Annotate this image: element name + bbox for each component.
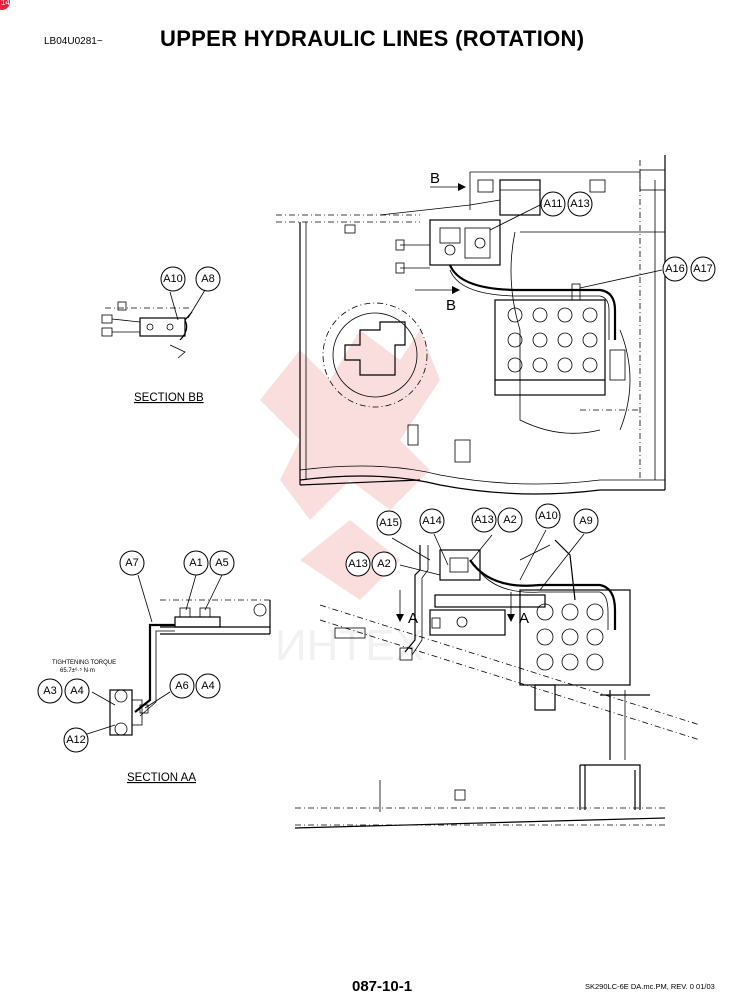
svg-text:A2: A2 (377, 558, 390, 570)
callout-aa-a7: A7 (119, 550, 145, 576)
section-bb-drawing (101, 289, 206, 359)
section-aa-drawing (83, 574, 271, 736)
corner-badge-text: 14 (1, 0, 10, 7)
section-label-a-right: A (519, 610, 529, 627)
svg-text:A3: A3 (43, 685, 56, 697)
svg-text:A10: A10 (163, 273, 183, 285)
svg-text:A13: A13 (570, 198, 590, 210)
svg-text:A4: A4 (70, 685, 83, 697)
callout-top-a17: A17 (690, 256, 716, 282)
page-corner-badge: 14 (0, 0, 10, 10)
svg-text:A11: A11 (544, 198, 563, 210)
section-label-a-left: A (408, 610, 418, 627)
svg-text:A6: A6 (175, 680, 188, 692)
callout-mid-a14: A14 (419, 508, 445, 534)
callout-aa-a4: A4 (64, 678, 90, 704)
svg-text:A7: A7 (125, 557, 138, 569)
document-code: LB04U0281~ (44, 36, 103, 47)
svg-text:A17: A17 (693, 263, 713, 275)
svg-text:A4: A4 (201, 680, 214, 692)
svg-text:A15: A15 (379, 517, 399, 529)
section-label-b-top: B (430, 170, 440, 187)
svg-text:A12: A12 (66, 734, 86, 746)
svg-text:A8: A8 (201, 273, 214, 285)
svg-text:A9: A9 (579, 515, 592, 527)
callout-mid-a2: A2 (497, 507, 523, 533)
callout-top-a16: A16 (662, 256, 688, 282)
top-view-frame (276, 155, 666, 495)
callout-aa-a5: A5 (209, 550, 235, 576)
section-arrow-b-top: B (430, 170, 466, 191)
callout-mid-a15: A15 (376, 510, 402, 536)
svg-text:A14: A14 (422, 515, 442, 527)
callout-mid-a2b: A2 (371, 551, 397, 577)
document-reference: SK290LC-6E DA.mc.PM, REV. 0 01/03 (585, 982, 715, 991)
page-title: UPPER HYDRAULIC LINES (ROTATION) (160, 26, 585, 51)
page-number: 087-10-1 (352, 978, 413, 995)
lower-view (294, 539, 701, 829)
svg-text:A2: A2 (503, 514, 516, 526)
callout-bb-a10: A10 (160, 266, 186, 292)
callout-aa-a4b: A4 (195, 673, 221, 699)
section-arrow-a-right: A (507, 592, 529, 627)
callout-mid-a9: A9 (573, 508, 599, 534)
callout-aa-a1: A1 (183, 550, 209, 576)
section-arrow-a-left: A (396, 590, 418, 627)
torque-note-line2: 65.7±⁶·⁵ N·m (60, 667, 95, 674)
svg-text:A13: A13 (348, 558, 368, 570)
svg-text:A10: A10 (538, 510, 558, 522)
svg-text:A1: A1 (189, 557, 202, 569)
callout-top-a11: A11 (540, 191, 566, 217)
section-arrow-b-bottom: B (415, 286, 460, 314)
svg-text:A16: A16 (665, 263, 685, 275)
torque-note-line1: TIGHTENING TORQUE (52, 660, 116, 666)
svg-text:A13: A13 (474, 514, 494, 526)
section-label-b-bottom: B (446, 297, 456, 314)
callout-aa-a12: A12 (63, 727, 89, 753)
section-aa-label: SECTION AA (127, 772, 196, 784)
callout-mid-a10: A10 (535, 503, 561, 529)
callout-aa-a6: A6 (169, 673, 195, 699)
callout-mid-a13b: A13 (345, 551, 371, 577)
svg-text:A5: A5 (215, 557, 228, 569)
callout-bb-a8: A8 (195, 266, 221, 292)
callout-top-a13: A13 (567, 191, 593, 217)
watermark-logo: ИНТЕХ (260, 330, 440, 670)
callout-mid-a13: A13 (471, 507, 497, 533)
callout-aa-a3: A3 (37, 678, 63, 704)
section-bb-label: SECTION BB (134, 392, 204, 404)
